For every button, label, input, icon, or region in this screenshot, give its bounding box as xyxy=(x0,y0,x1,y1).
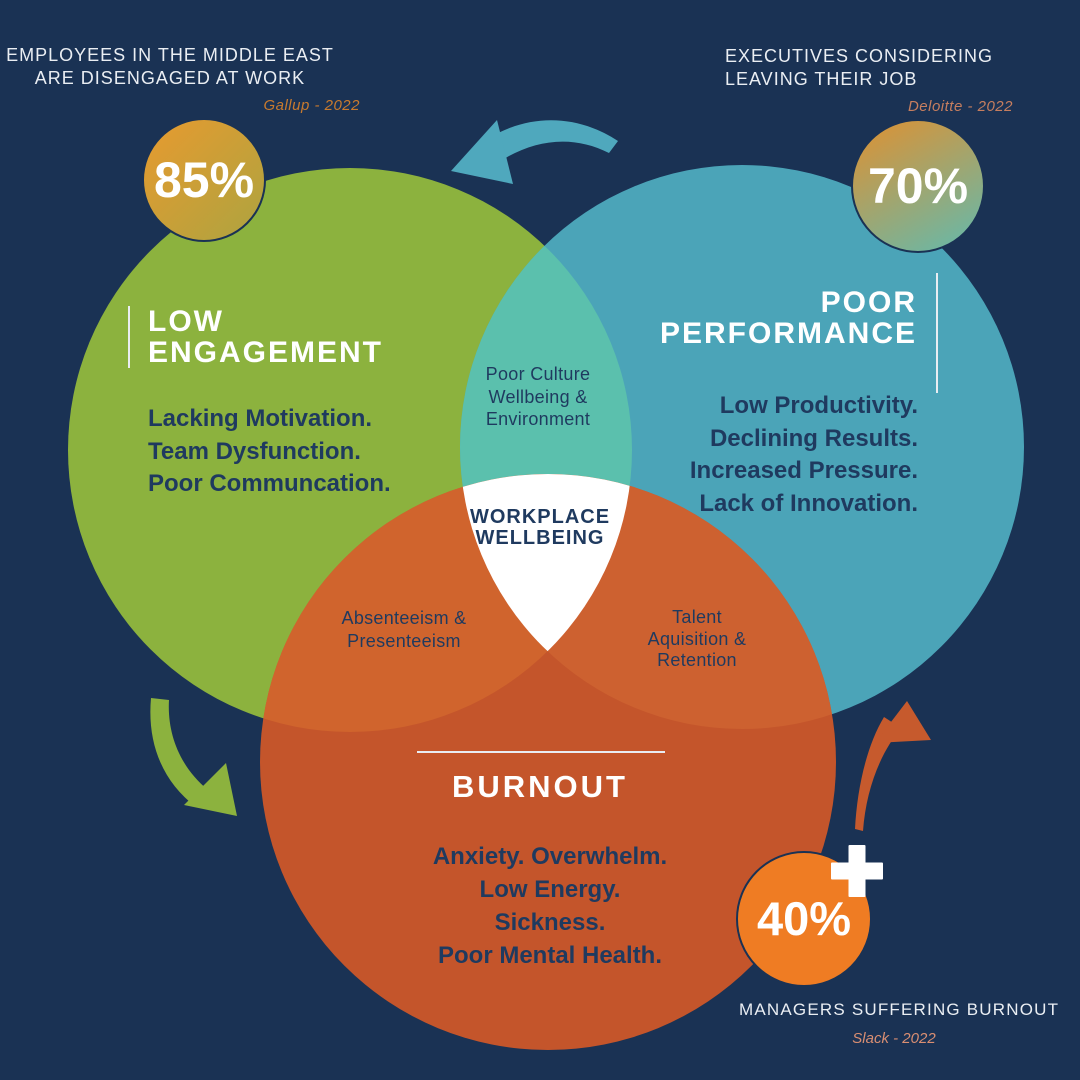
plus-icon xyxy=(831,845,883,897)
engagement-items: Lacking Motivation. Team Dysfunction. Po… xyxy=(148,403,391,501)
stat-executives-value: 70% xyxy=(867,158,969,214)
engagement-title-rule xyxy=(128,306,130,368)
burnout-item: Low Energy. xyxy=(479,876,621,903)
stat-disengaged-source: Gallup - 2022 xyxy=(263,97,360,114)
engagement-item: Poor Communcation. xyxy=(148,470,391,497)
overlap-culture-line3: Environment xyxy=(485,409,591,429)
badge-85-percent xyxy=(142,118,266,242)
engagement-item: Team Dysfunction. xyxy=(148,437,361,465)
stat-disengaged-line1: EMPLOYEES IN THE MIDDLE EAST xyxy=(6,45,334,65)
burnout-item: Poor Mental Health. xyxy=(437,942,663,969)
curved-arrow-up-icon xyxy=(855,701,931,831)
engagement-title-line1: LOW xyxy=(148,305,224,338)
performance-title: POOR PERFORMANCE xyxy=(660,287,917,349)
stat-executives-block: EXECUTIVES CONSIDERING LEAVING THEIR JOB… xyxy=(725,45,1025,116)
performance-item: Low Productivity. xyxy=(719,392,918,419)
overlap-talent-line2: Aquisition & xyxy=(647,628,747,649)
stat-disengaged-block: EMPLOYEES IN THE MIDDLE EAST ARE DISENGA… xyxy=(2,44,359,115)
stat-managers-value: 40% xyxy=(756,892,852,945)
overlap-engagement-burnout xyxy=(260,474,632,732)
overlap-label-culture: Poor Culture Wellbeing & Environment xyxy=(438,363,638,431)
performance-items: Low Productivity. Declining Results. Inc… xyxy=(690,390,918,520)
badge-70-percent xyxy=(851,119,985,253)
burnout-items: Anxiety. Overwhelm. Low Energy. Sickness… xyxy=(400,840,700,972)
stat-disengaged-line2: ARE DISENGAGED AT WORK xyxy=(34,68,306,88)
stat-executives-line1: EXECUTIVES CONSIDERING xyxy=(725,46,994,66)
performance-title-rule xyxy=(936,273,938,393)
burnout-title-rule xyxy=(417,751,665,753)
overlap-absenteeism-line2: Presenteeism xyxy=(347,630,461,651)
performance-item: Increased Pressure. xyxy=(689,457,918,484)
overlap-talent-line1: Talent xyxy=(672,607,722,627)
overlap-performance-burnout xyxy=(460,474,836,729)
engagement-title-line2: ENGAGEMENT xyxy=(148,336,384,369)
burnout-title: BURNOUT xyxy=(452,769,628,804)
center-title-line1: WORKPLACE xyxy=(469,506,611,528)
overlap-absenteeism-line1: Absenteeism & xyxy=(341,608,467,628)
overlap-label-absenteeism: Absenteeism & Presenteeism xyxy=(304,607,504,652)
stat-disengaged-value: 85% xyxy=(153,152,255,208)
stat-managers-label: MANAGERS SUFFERING BURNOUT xyxy=(739,1000,1060,1019)
burnout-item: Sickness. xyxy=(494,909,606,936)
stat-managers-source: Slack - 2022 xyxy=(852,1030,936,1047)
stat-executives-source: Deloitte - 2022 xyxy=(907,98,1013,115)
curved-arrow-down-right-icon xyxy=(150,698,237,816)
curved-arrow-left-icon xyxy=(451,120,618,184)
stat-executives-line2: LEAVING THEIR JOB xyxy=(725,69,918,89)
overlap-culture-line2: Wellbeing & xyxy=(488,386,588,407)
overlap-label-talent: Talent Aquisition & Retention xyxy=(597,607,797,672)
center-title-line2: WELLBEING xyxy=(475,527,605,549)
performance-title-line2: PERFORMANCE xyxy=(659,317,917,350)
center-title: WORKPLACE WELLBEING xyxy=(440,507,640,549)
badge-40-percent xyxy=(736,851,872,987)
overlap-culture-line1: Poor Culture xyxy=(485,364,591,384)
performance-item: Lack of Innovation. xyxy=(699,489,918,517)
engagement-title: LOW ENGAGEMENT xyxy=(148,306,383,368)
performance-title-line1: POOR xyxy=(820,286,917,319)
engagement-item: Lacking Motivation. xyxy=(148,405,373,432)
burnout-item: Anxiety. Overwhelm. xyxy=(432,843,668,870)
performance-item: Declining Results. xyxy=(709,424,918,452)
overlap-talent-line3: Retention xyxy=(657,650,737,670)
